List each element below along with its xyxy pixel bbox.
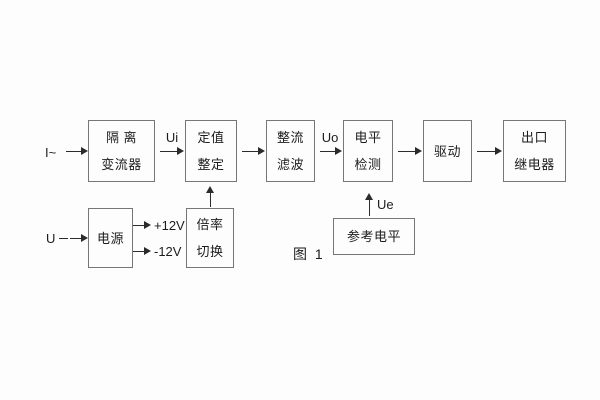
signal-ui-label: Ui [165,130,179,145]
arrow-ratio-to-setting [206,186,215,207]
input-voltage-label: U [46,231,56,246]
block-rectify-filter-line2: 滤波 [276,157,304,172]
arrow-power-minus12v [133,247,151,256]
block-ratio-switch-line2: 切换 [196,244,224,259]
arrow-level-to-drive [398,147,422,156]
arrow-rectify-to-level [320,147,342,156]
block-power-supply: 电源 [88,208,133,268]
block-level-detect-line2: 检测 [354,157,382,172]
arrow-setting-to-rectify [242,147,265,156]
signal-ue-label: Ue [377,197,394,212]
block-reference-level: 参考电平 [333,218,415,255]
block-output-relay: 出口 继电器 [503,120,566,182]
block-setting-adjust-line2: 整定 [197,157,225,172]
arrow-input-voltage [70,234,88,243]
signal-plus12v-label: +12V [154,218,185,233]
block-reference-level-line1: 参考电平 [346,229,401,244]
block-power-supply-line1: 电源 [96,230,124,246]
block-isolation-transformer-line2: 变流器 [101,157,142,172]
line-input-voltage-dash [59,238,68,239]
block-drive-line1: 驱动 [433,143,461,159]
block-level-detect-line1: 电平 [354,130,382,145]
block-rectify-filter-line1: 整流 [276,130,304,145]
arrow-input-current [66,147,88,156]
block-output-relay-line1: 出口 [520,130,548,145]
arrow-drive-to-relay [477,147,502,156]
block-rectify-filter: 整流 滤波 [266,120,315,182]
block-drive: 驱动 [423,120,472,182]
block-output-relay-line2: 继电器 [514,157,555,172]
block-isolation-transformer: 隔 离 变流器 [88,120,155,182]
block-setting-adjust-line1: 定值 [197,130,225,145]
signal-uo-label: Uo [321,130,339,145]
block-ratio-switch: 倍率 切换 [186,208,234,268]
figure-caption: 图 1 [293,246,325,262]
signal-minus12v-label: -12V [154,244,182,259]
input-current-label: I~ [45,145,57,160]
block-level-detect: 电平 检测 [343,120,393,182]
arrow-reference-ue [365,193,374,216]
arrow-power-plus12v [133,221,151,230]
block-isolation-transformer-line1: 隔 离 [105,130,138,145]
block-setting-adjust: 定值 整定 [185,120,237,182]
arrow-isolation-to-setting [160,147,184,156]
block-ratio-switch-line1: 倍率 [196,217,224,232]
